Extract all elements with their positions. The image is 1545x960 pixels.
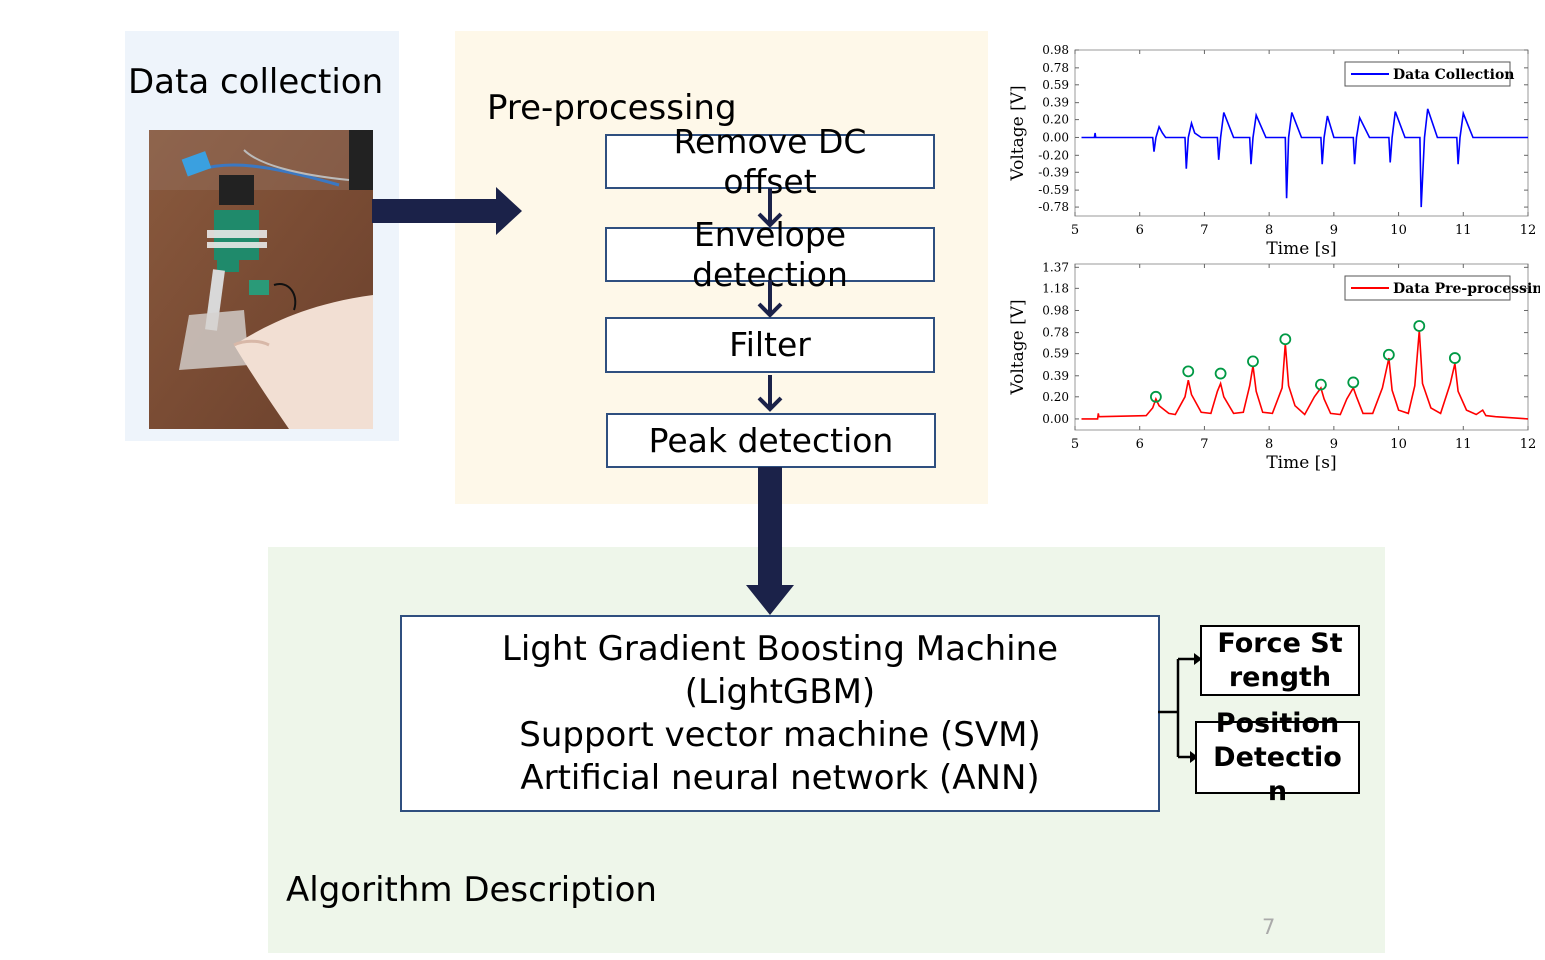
y-tick-label: 0.00 — [1042, 130, 1069, 144]
output-connector — [1158, 653, 1202, 763]
peak-marker — [1182, 365, 1195, 378]
peak-marker — [1149, 390, 1162, 403]
output-position-detection: Position Detection — [1195, 708, 1360, 807]
sensor-setup-photo — [149, 130, 373, 429]
x-tick-label: 10 — [1390, 437, 1407, 452]
x-tick-label: 7 — [1200, 223, 1208, 238]
output-force-strength: Force Strength — [1200, 625, 1360, 696]
peak-marker — [1315, 378, 1327, 391]
y-tick-label: 1.37 — [1042, 260, 1069, 274]
peak-marker — [1382, 348, 1395, 361]
y-tick-label: 0.00 — [1042, 412, 1069, 426]
series-line — [1081, 330, 1529, 420]
step-envelope-detection: Envelope detection — [605, 215, 935, 294]
model-svm: Support vector machine (SVM) — [519, 714, 1041, 755]
peak-marker — [1247, 355, 1259, 368]
x-tick-label: 7 — [1200, 437, 1208, 452]
peak-marker — [1448, 352, 1461, 364]
step-arrows — [757, 188, 783, 412]
y-tick-label: 0.59 — [1042, 347, 1069, 361]
y-tick-label: 0.39 — [1042, 369, 1069, 383]
peak-marker — [1279, 333, 1292, 346]
algorithm-label: Algorithm Description — [286, 870, 657, 910]
arrow-to-preprocessing — [372, 187, 522, 235]
x-axis-label: Time [s] — [1266, 239, 1336, 259]
step-filter: Filter — [605, 317, 935, 373]
output-force-strength-label: Force Strength — [1217, 627, 1343, 693]
preprocessing-label: Pre-processing — [487, 88, 737, 128]
y-tick-label: -0.20 — [1038, 148, 1069, 162]
y-tick-label: 0.20 — [1042, 113, 1069, 127]
x-tick-label: 5 — [1071, 223, 1079, 238]
output-position-detection-label: Position Detection — [1213, 707, 1342, 807]
x-tick-label: 12 — [1520, 223, 1537, 238]
x-tick-label: 8 — [1265, 437, 1273, 452]
x-tick-label: 6 — [1136, 223, 1144, 238]
peak-marker — [1214, 367, 1227, 380]
chart-data-collection: 5 6 7 8 9 10 11 12 0.98 0.78 0.59 0.39 0.20 0.00 -0.20… — [1008, 43, 1537, 259]
step-peak-detection-label: Peak detection — [648, 420, 894, 460]
y-tick-label: -0.78 — [1038, 200, 1069, 214]
y-tick-label: 1.18 — [1042, 281, 1069, 295]
legend-label: Data Collection — [1393, 67, 1514, 83]
y-axis-label: Voltage [V] — [1008, 85, 1028, 181]
y-tick-label: 0.39 — [1042, 96, 1069, 110]
peak-marker — [1413, 320, 1426, 332]
model-lightgbm-line2: (LightGBM) — [684, 671, 876, 712]
data-collection-label: Data collection — [128, 62, 384, 102]
x-tick-label: 11 — [1455, 223, 1472, 238]
step-filter-label: Filter — [729, 325, 811, 365]
x-tick-label: 6 — [1136, 437, 1144, 452]
x-tick-label: 5 — [1071, 437, 1079, 452]
x-tick-label: 9 — [1330, 437, 1338, 452]
step-peak-detection: Peak detection — [606, 413, 936, 468]
y-tick-label: 0.59 — [1042, 78, 1069, 92]
x-tick-label: 8 — [1265, 223, 1273, 238]
x-tick-label: 10 — [1390, 223, 1407, 238]
x-tick-label: 9 — [1330, 223, 1338, 238]
chart-data-preprocessing: 5 6 7 8 9 10 11 12 1.37 1.18 0.98 0.78 0.59 0.39 0.20 0… — [1008, 260, 1540, 473]
y-tick-label: 0.78 — [1042, 326, 1069, 340]
y-tick-label: -0.39 — [1038, 165, 1069, 179]
y-tick-label: 0.78 — [1042, 61, 1069, 75]
legend-label: Data Pre-processing — [1393, 281, 1540, 297]
y-tick-label: 0.98 — [1042, 303, 1069, 317]
x-tick-label: 12 — [1520, 437, 1537, 452]
model-lightgbm-line1: Light Gradient Boosting Machine — [501, 628, 1059, 669]
series-line — [1081, 108, 1528, 208]
models-box: Light Gradient Boosting Machine (LightGB… — [400, 615, 1160, 812]
step-remove-dc-offset: Remove DC offset — [605, 122, 935, 201]
peak-marker — [1347, 376, 1360, 389]
y-axis-label: Voltage [V] — [1008, 299, 1028, 395]
y-tick-label: 0.98 — [1042, 43, 1069, 57]
y-tick-label: 0.20 — [1042, 390, 1069, 404]
x-axis-label: Time [s] — [1266, 453, 1336, 473]
x-tick-label: 11 — [1455, 437, 1472, 452]
model-ann: Artificial neural network (ANN) — [520, 757, 1040, 798]
y-tick-label: -0.59 — [1038, 183, 1069, 197]
arrow-to-algorithm — [746, 467, 794, 615]
page-number: 7 — [1262, 915, 1276, 939]
